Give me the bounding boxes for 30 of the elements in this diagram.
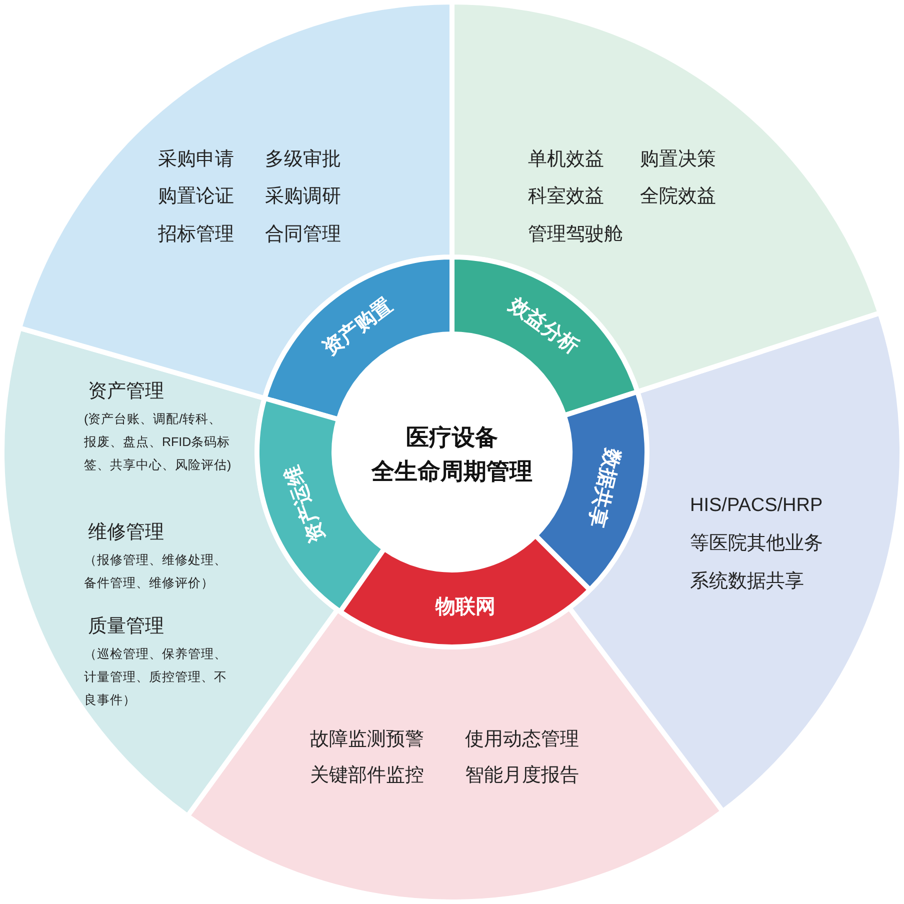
item-text: 智能月度报告 <box>465 764 579 788</box>
detail-text: （巡检管理、保养管理、计量管理、质控管理、不良事件） <box>84 646 228 709</box>
item-text: 全院效益 <box>640 185 716 209</box>
item-text: 购置决策 <box>640 148 716 172</box>
segment-label: 资产购置 <box>318 294 398 362</box>
ring-segment <box>340 535 590 647</box>
detail-text: (资产台账、调配/转科、报废、盘点、RFID条码标签、共享中心、风险评估) <box>84 411 232 474</box>
item-text: 单机效益 <box>528 148 604 172</box>
section-heading: 质量管理 <box>88 615 164 639</box>
item-text: 故障监测预警 <box>310 728 424 752</box>
section-heading: 资产管理 <box>88 380 164 404</box>
item-text: 关键部件监控 <box>310 764 424 788</box>
item-text: 招标管理 <box>158 223 234 247</box>
segment-label: 资产运维 <box>280 462 330 546</box>
segment-label: 物联网 <box>436 595 496 620</box>
item-text: 多级审批 <box>265 148 341 172</box>
section-heading: 维修管理 <box>88 521 164 545</box>
item-text: 使用动态管理 <box>465 728 579 752</box>
item-text: 管理驾驶舱 <box>528 223 623 247</box>
segment-label: 效益分析 <box>504 292 584 359</box>
center-title: 全生命周期管理 <box>372 457 532 486</box>
item-text: 合同管理 <box>265 223 341 247</box>
detail-text: （报修管理、维修处理、备件管理、维修评价） <box>84 552 228 592</box>
item-text: HIS/PACS/HRP等医院其他业务系统数据共享 <box>690 494 824 594</box>
item-text: 采购申请 <box>158 148 234 172</box>
center-title: 医疗设备 <box>406 423 498 452</box>
segment-label: 数据共享 <box>583 446 624 530</box>
item-text: 采购调研 <box>265 185 341 209</box>
item-text: 科室效益 <box>528 185 604 209</box>
item-text: 购置论证 <box>158 185 234 209</box>
